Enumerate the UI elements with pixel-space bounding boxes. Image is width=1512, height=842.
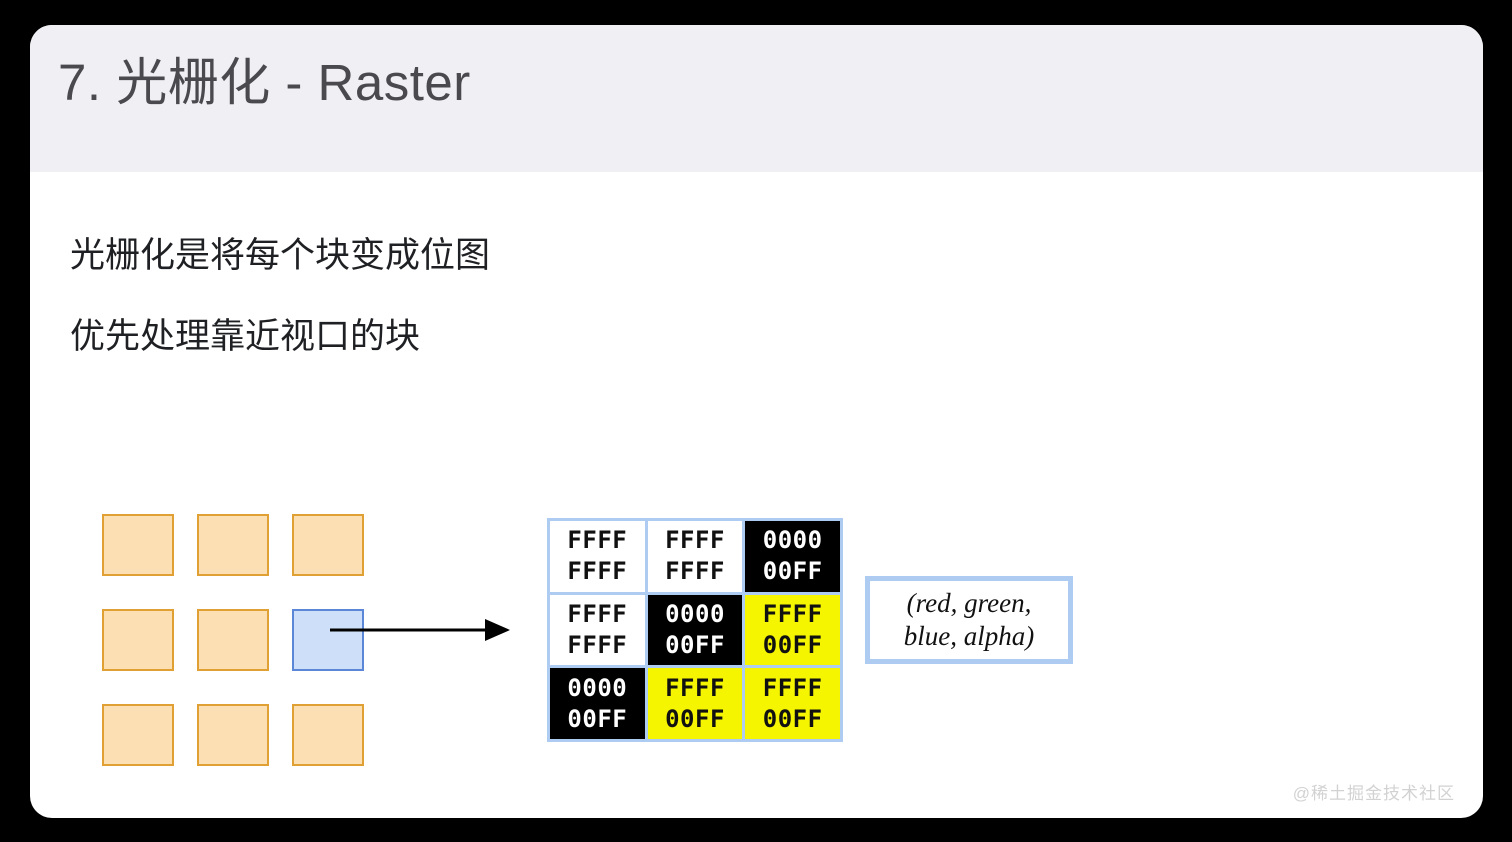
pixel-value-bottom: 00FF — [762, 557, 823, 586]
tile — [102, 609, 174, 671]
pixel-value-bottom: FFFF — [567, 557, 628, 586]
body-line-2: 优先处理靠近视口的块 — [70, 317, 421, 356]
pixel-value-top: FFFF — [567, 599, 628, 628]
legend-box: (red, green, blue, alpha) — [865, 576, 1073, 664]
body-line-1: 光栅化是将每个块变成位图 — [70, 236, 491, 275]
pixel-value-bottom: 00FF — [665, 630, 725, 659]
pixel-value-top: FFFF — [762, 599, 823, 628]
tile — [197, 514, 269, 576]
tile-highlighted — [292, 609, 364, 671]
pixel-value-top: FFFF — [665, 673, 725, 702]
page-title: 7. 光栅化 - Raster — [58, 54, 471, 111]
tile — [197, 609, 269, 671]
pixel-value-top: 0000 — [762, 526, 823, 555]
pixel-value-bottom: 00FF — [762, 630, 823, 659]
tile — [292, 514, 364, 576]
pixel-value-bottom: 00FF — [567, 704, 628, 733]
tile-grid — [72, 489, 364, 766]
pixel-value-top: FFFF — [567, 526, 628, 555]
pixel-value-top: 0000 — [665, 599, 725, 628]
slide-header: 7. 光栅化 - Raster — [30, 25, 1483, 172]
tile — [102, 704, 174, 766]
watermark: @稀土掘金技术社区 — [1292, 784, 1455, 803]
tile — [292, 704, 364, 766]
slide-card: 7. 光栅化 - Raster 光栅化是将每个块变成位图 优先处理靠近视口的块 … — [30, 25, 1483, 818]
pixel-value-bottom: 00FF — [665, 704, 725, 733]
pixel-value-top: FFFF — [762, 673, 823, 702]
tile — [197, 704, 269, 766]
pixel-value-bottom: FFFF — [665, 557, 725, 586]
legend-line-2: blue, alpha) — [903, 621, 1035, 651]
tile — [102, 514, 174, 576]
pixel-value-top: FFFF — [665, 526, 725, 555]
pixel-value-bottom: FFFF — [567, 630, 628, 659]
legend-line-1: (red, green, — [906, 588, 1032, 618]
pixel-value-top: 0000 — [567, 673, 628, 702]
pixel-value-bottom: 00FF — [762, 704, 823, 733]
arrow-right-icon — [330, 613, 520, 647]
